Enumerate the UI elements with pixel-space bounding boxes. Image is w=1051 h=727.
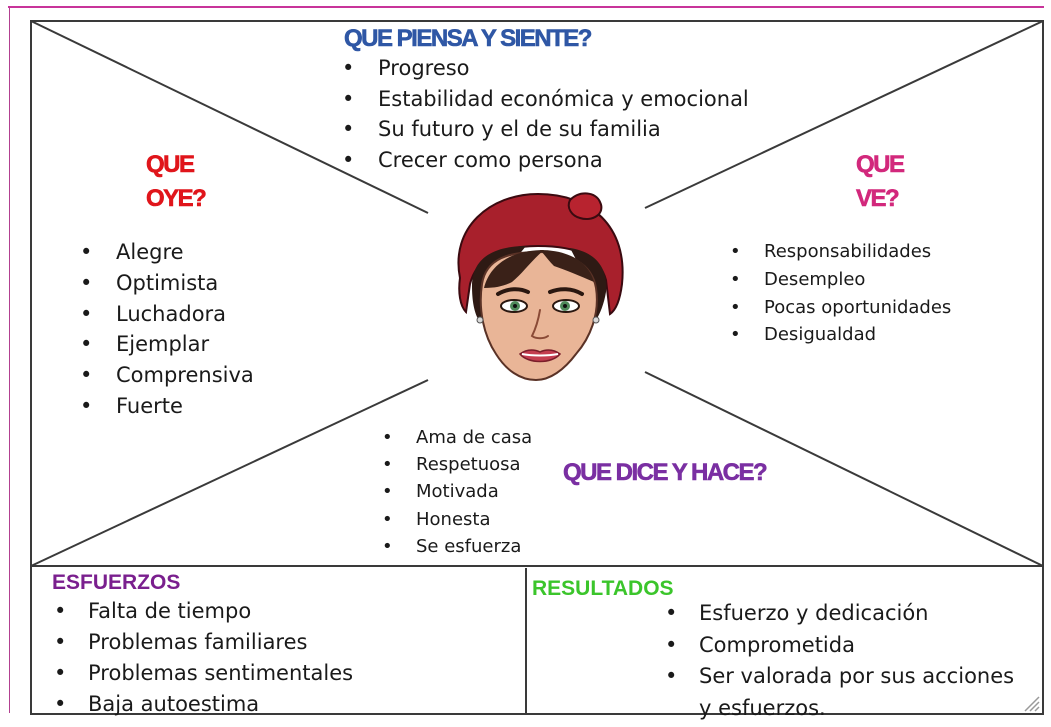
list-item: Luchadora <box>80 299 254 330</box>
list-item-line1: Ser valorada por sus acciones <box>699 664 1015 688</box>
list-item: Progreso <box>342 53 749 84</box>
list-item: Responsabilidades <box>730 238 951 266</box>
list-item: Honesta <box>382 506 532 533</box>
list-item: Ama de casa <box>382 424 532 451</box>
woman-face-illustration-icon <box>457 192 624 382</box>
list-item: Respetuosa <box>382 451 532 478</box>
list-item: Pocas oportunidades <box>730 294 951 322</box>
list-item: Comprensiva <box>80 360 254 391</box>
see-list: Responsabilidades Desempleo Pocas oportu… <box>730 238 951 349</box>
list-item: Fuerte <box>80 391 254 422</box>
list-item: Se esfuerza <box>382 533 532 560</box>
list-item: Estabilidad económica y emocional <box>342 84 749 115</box>
resize-grip-icon[interactable] <box>1022 694 1040 712</box>
list-item: Crecer como persona <box>342 145 749 176</box>
divider-bottom-right <box>644 371 1044 567</box>
list-item: Problemas familiares <box>54 627 353 658</box>
list-item: Alegre <box>80 237 254 268</box>
list-item: Esfuerzo y dedicación <box>665 598 1014 630</box>
see-title: QUE VE? <box>856 148 906 216</box>
empathy-map-frame <box>30 20 1044 715</box>
list-item: Ejemplar <box>80 329 254 360</box>
list-item: Optimista <box>80 268 254 299</box>
results-title: RESULTADOS <box>532 577 674 600</box>
think-feel-list: Progreso Estabilidad económica y emocion… <box>342 53 749 176</box>
left-accent-rule <box>9 8 10 713</box>
list-item: Motivada <box>382 478 532 505</box>
list-item: Falta de tiempo <box>54 596 353 627</box>
say-do-list: Ama de casa Respetuosa Motivada Honesta … <box>382 424 532 560</box>
divider-top-right <box>644 20 1044 209</box>
list-item: Baja autoestima <box>54 689 353 720</box>
divider-top-left <box>30 20 429 214</box>
hear-title-line2: OYE? <box>146 185 207 213</box>
efforts-title: ESFUERZOS <box>52 571 181 594</box>
list-item: Comprometida <box>665 630 1014 662</box>
list-item: Su futuro y el de su familia <box>342 114 749 145</box>
top-accent-rule <box>8 6 1044 8</box>
list-item: Problemas sentimentales <box>54 658 353 689</box>
list-item: Desempleo <box>730 266 951 294</box>
list-item-line2: y esfuerzos. <box>699 695 826 720</box>
results-list: Esfuerzo y dedicación Comprometida Ser v… <box>665 598 1015 724</box>
list-item: Desigualdad <box>730 321 951 349</box>
see-title-line1: QUE <box>856 151 906 179</box>
divider-bottom-left <box>30 379 429 567</box>
think-feel-title: QUE PIENSA Y SIENTE? <box>344 25 593 53</box>
hear-title: QUE OYE? <box>146 148 207 216</box>
list-item: Ser valorada por sus acciones y esfuerzo… <box>665 661 1015 724</box>
hear-title-line1: QUE <box>146 151 196 179</box>
see-title-line2: VE? <box>856 185 900 213</box>
hear-list: Alegre Optimista Luchadora Ejemplar Comp… <box>80 237 254 422</box>
efforts-list: Falta de tiempo Problemas familiares Pro… <box>54 596 353 720</box>
say-do-title: QUE DICE Y HACE? <box>563 459 768 487</box>
